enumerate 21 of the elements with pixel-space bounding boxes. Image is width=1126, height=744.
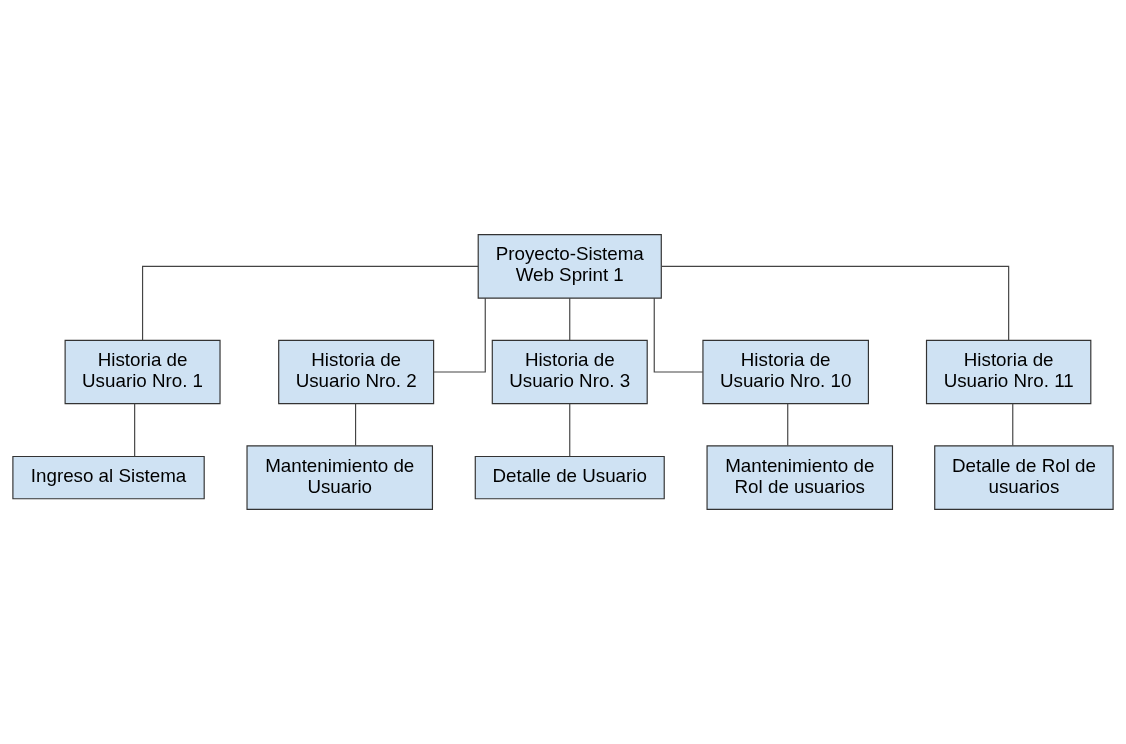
node-box: Detalle de Usuario [474, 455, 665, 500]
connector [787, 403, 789, 447]
node-box: Ingreso al Sistema [12, 455, 205, 500]
node-box: Historia de Usuario Nro. 11 [925, 339, 1092, 405]
node-box: Detalle de Rol de usuarios [934, 445, 1114, 510]
connector [661, 265, 1010, 341]
node-box: Historia de Usuario Nro. 2 [278, 339, 435, 405]
node-box: Historia de Usuario Nro. 1 [64, 339, 221, 405]
connector [653, 297, 704, 373]
node-box: Historia de Usuario Nro. 3 [491, 339, 648, 405]
connector [355, 403, 357, 447]
connector [142, 265, 479, 341]
node-box: Mantenimiento de Rol de usuarios [706, 445, 894, 510]
node-box: Historia de Usuario Nro. 10 [702, 339, 869, 405]
node-box: Mantenimiento de Usuario [246, 445, 434, 510]
connector [433, 297, 486, 373]
connector [569, 403, 571, 457]
node-box: Proyecto-Sistema Web Sprint 1 [477, 234, 662, 299]
connector [134, 403, 136, 457]
connector [569, 297, 571, 341]
connector [1012, 403, 1014, 447]
